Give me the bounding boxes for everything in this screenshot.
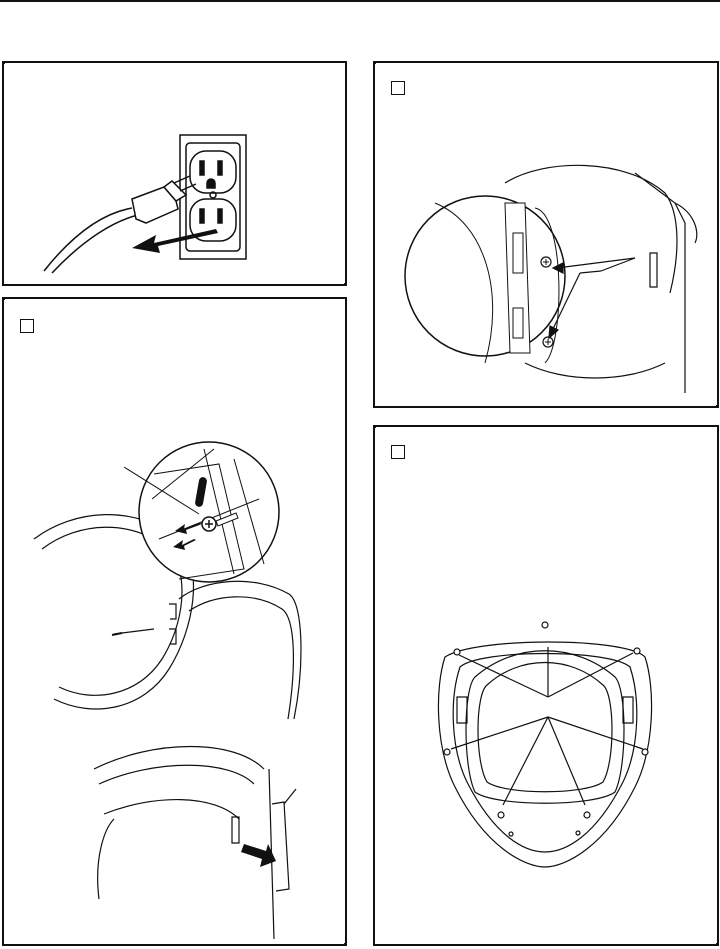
- remove-door-screw-illustration: [4, 299, 347, 946]
- magnified-hinge-illustration: [405, 196, 565, 363]
- panel-remove-hinge-screws: [373, 61, 719, 408]
- panel-unplug-power: [2, 61, 347, 286]
- remove-hinge-screws-illustration: [375, 63, 719, 408]
- door-lift-arrow-icon: [241, 844, 276, 867]
- door-inner-liner-illustration: [438, 642, 651, 867]
- unplug-illustration: [4, 63, 347, 286]
- step-checkbox[interactable]: [391, 81, 405, 95]
- door-lift-illustration: [94, 747, 296, 940]
- wall-outlet-illustration: [180, 135, 246, 259]
- door-liner-illustration: [375, 427, 719, 946]
- hinge-screw-callout-arrows: [549, 258, 635, 338]
- step-checkbox[interactable]: [391, 445, 405, 459]
- power-plug-illustration: [44, 176, 196, 273]
- panel-remove-door-liner-screws: [373, 425, 719, 946]
- page-top-rule: [0, 0, 720, 2]
- magnified-hinge-screw-illustration: [124, 442, 279, 582]
- dryer-door-illustration: [34, 515, 301, 719]
- pull-arrow-icon: [132, 229, 218, 253]
- step-checkbox[interactable]: [20, 319, 34, 333]
- screw-callout-arrows: [451, 647, 643, 805]
- dryer-front-illustration: [505, 165, 697, 393]
- panel-remove-door-screw: [2, 297, 347, 946]
- liner-screw-icons: [444, 622, 648, 836]
